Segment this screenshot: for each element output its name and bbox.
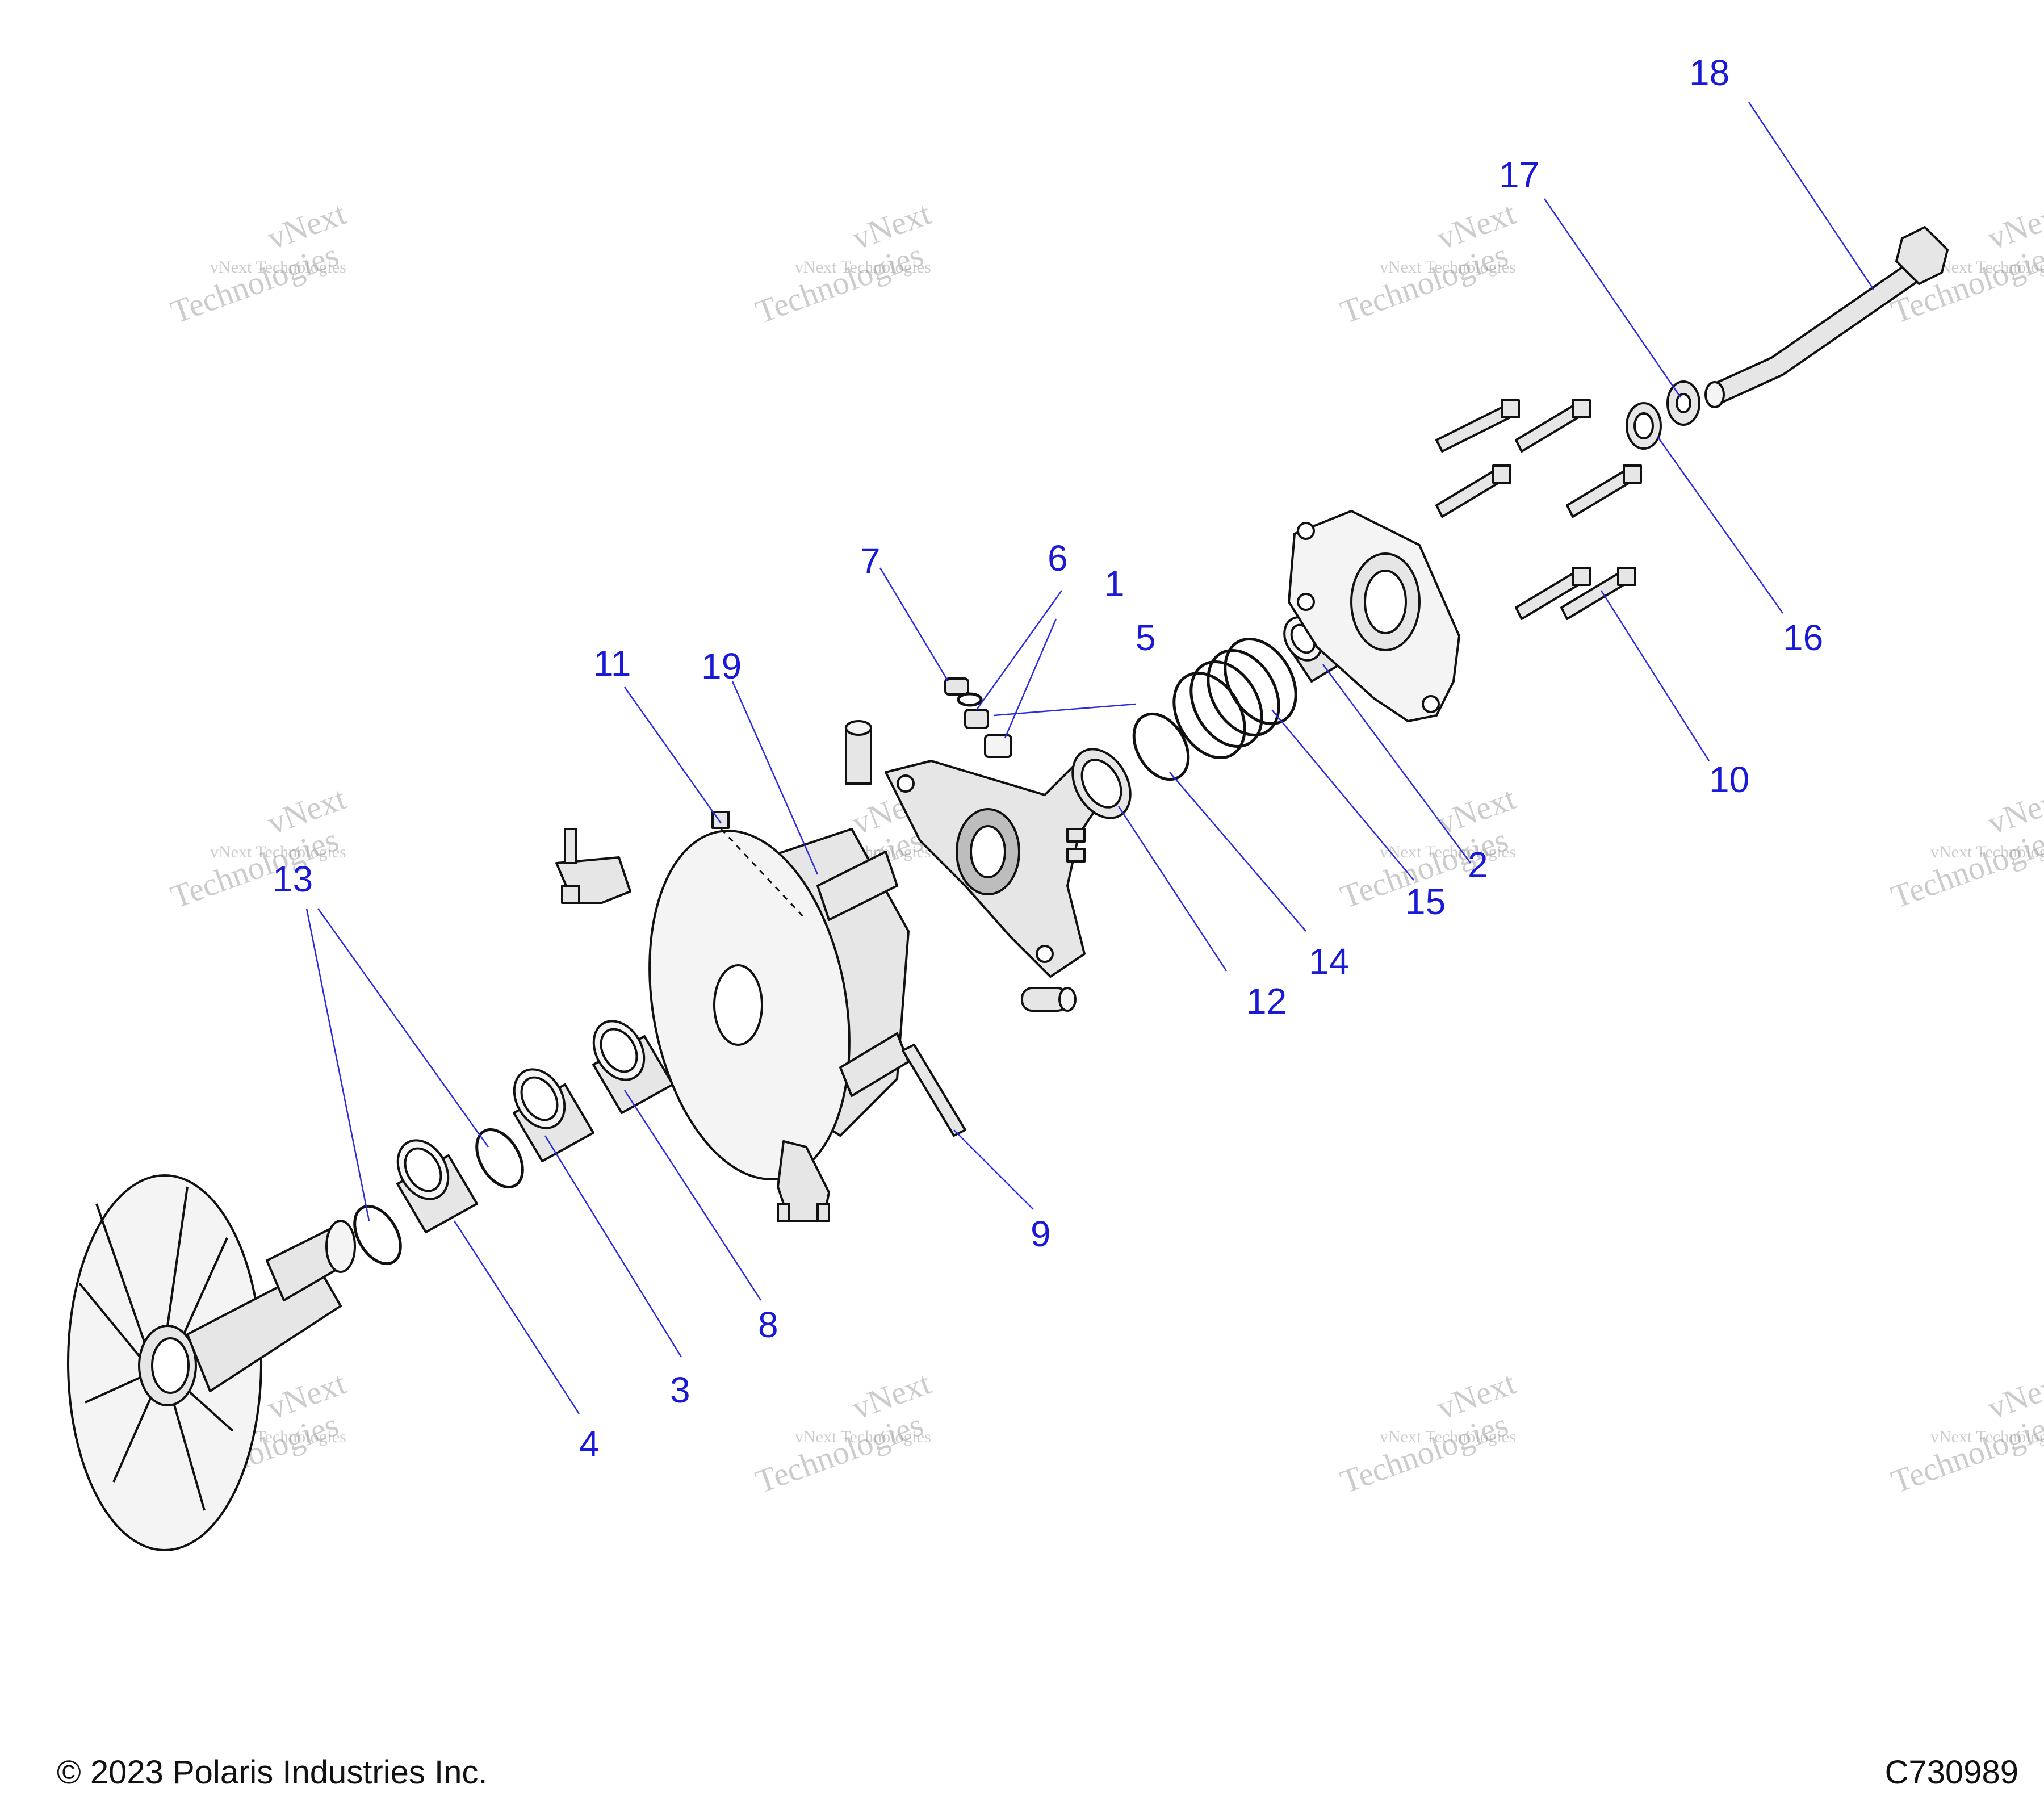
watermark-text: vNext Technologies (1380, 843, 1516, 861)
callout-15: 15 (1405, 881, 1446, 922)
callout-8: 8 (758, 1304, 778, 1345)
callout-5: 5 (1136, 617, 1156, 658)
spider (885, 760, 1103, 978)
weight-arm-upper (555, 828, 631, 904)
callout-13: 13 (273, 859, 313, 899)
spring-15 (1172, 637, 1297, 760)
callout-1: 1 (1104, 563, 1125, 604)
callout-labels: 1 2 3 4 5 6 7 8 9 10 11 12 13 14 15 16 1… (273, 52, 1823, 1464)
bushing-4 (396, 1139, 478, 1233)
bushing-3 (513, 1068, 594, 1162)
watermark-text: vNext Technologies (1930, 258, 2044, 277)
callout-9: 9 (1031, 1213, 1051, 1254)
roller-upper (845, 720, 872, 785)
cover (1287, 509, 1461, 723)
spacer-5 (984, 734, 1012, 758)
watermark-text: vNext Technologies (210, 258, 346, 277)
weight-arm-lower (777, 1140, 830, 1222)
movable-sheave-19 (648, 828, 910, 1180)
fixed-sheave (67, 1174, 356, 1551)
diagram-code: C730989 (1884, 1754, 2018, 1791)
watermark-text: vNext Technologies (795, 258, 931, 277)
watermark-text: Technologies (1335, 1406, 1513, 1501)
spacer-16 (1626, 402, 1662, 450)
callout-4: 4 (579, 1424, 600, 1464)
bushing-8 (592, 1020, 674, 1114)
callout-2: 2 (1468, 844, 1488, 885)
ring-14 (1132, 712, 1190, 781)
callout-11: 11 (593, 643, 631, 684)
watermark-text: vNext Technologies (795, 1427, 931, 1446)
leader-lines (305, 102, 1875, 1414)
button-1 (964, 709, 989, 729)
watermark-text: Technologies (1886, 821, 2044, 916)
watermark-text: Technologies (1886, 1406, 2044, 1501)
o-ring-6 (957, 692, 983, 707)
watermark-text: Technologies (751, 1406, 928, 1501)
callout-7: 7 (860, 541, 881, 581)
bolts-10 (1435, 399, 1642, 620)
callout-10: 10 (1709, 759, 1749, 800)
spider-washers (1066, 828, 1086, 863)
o-ring-13b (475, 1128, 524, 1189)
watermark-text: Technologies (166, 236, 343, 331)
watermark-text: vNext Technologies (1380, 1427, 1516, 1446)
parts-line-art (67, 226, 1949, 1551)
watermark-text: vNext Technologies (1930, 843, 2044, 861)
callout-6: 6 (1048, 538, 1068, 579)
washer-17 (1666, 380, 1700, 426)
bearing-12 (1071, 748, 1132, 819)
watermark-text: vNext Technologies (1380, 258, 1516, 277)
watermark-text: Technologies (751, 236, 928, 331)
callout-19: 19 (701, 646, 742, 686)
pin-9 (902, 1044, 966, 1137)
callout-17: 17 (1499, 154, 1539, 195)
cap-7 (944, 677, 969, 696)
copyright-text: © 2023 Polaris Industries Inc. (57, 1754, 488, 1791)
callout-14: 14 (1309, 941, 1349, 982)
callout-3: 3 (670, 1370, 690, 1410)
watermark-text: vNext Technologies (1930, 1427, 2044, 1446)
roller-lower (1021, 987, 1077, 1012)
watermark-text: Technologies (166, 821, 343, 916)
bolt-18 (1704, 226, 1949, 408)
watermark-text: vNext Technologies (210, 843, 346, 861)
callout-16: 16 (1783, 617, 1823, 658)
callout-18: 18 (1689, 52, 1729, 93)
o-ring-13a (353, 1204, 402, 1266)
callout-12: 12 (1246, 981, 1287, 1021)
watermark-text: Technologies (1335, 236, 1513, 331)
